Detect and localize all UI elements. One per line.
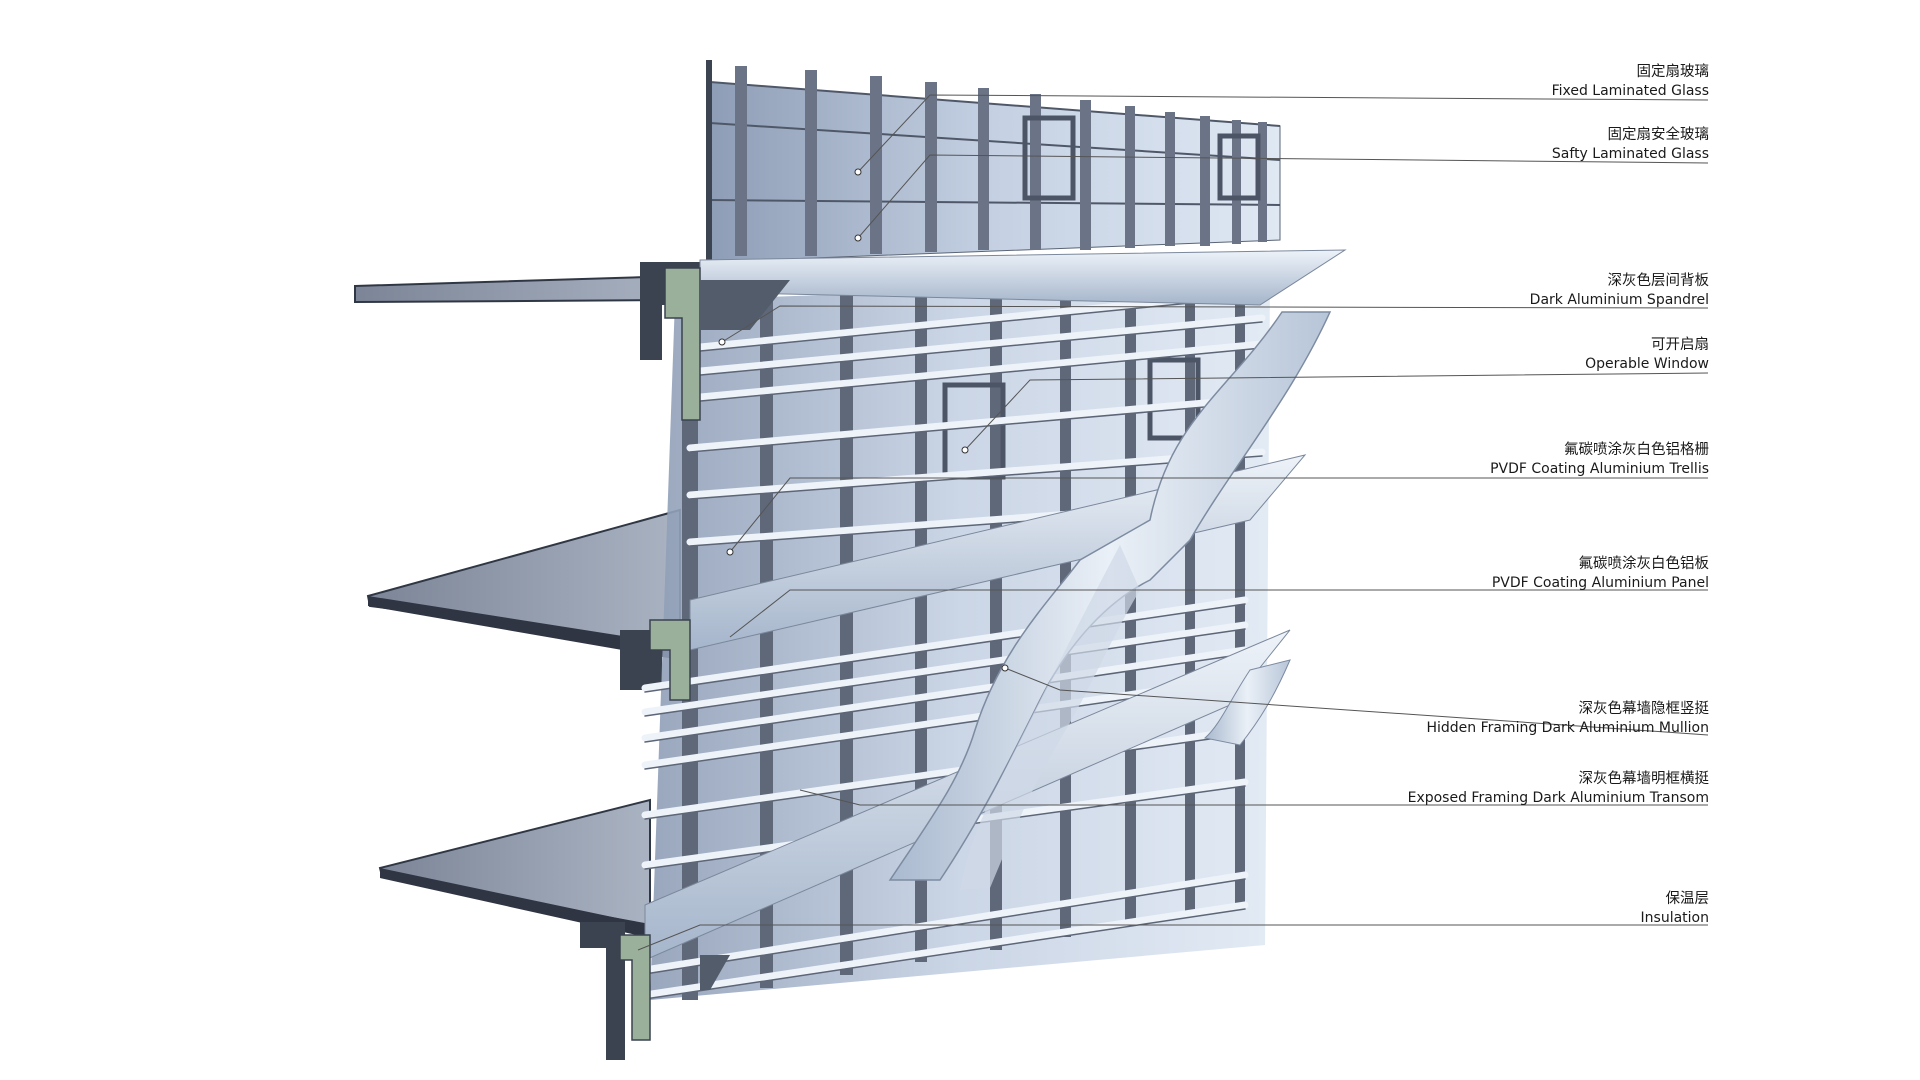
lower-slab (378, 798, 651, 1060)
label-cn: 保温层 (1665, 891, 1710, 907)
label-en: Safty Laminated Glass (1551, 146, 1709, 162)
label-en: Operable Window (1585, 356, 1709, 372)
label-cn: 氟碳喷涂灰白色铝格栅 (1564, 442, 1709, 458)
label-en: Exposed Framing Dark Aluminium Transom (1407, 790, 1709, 806)
leader-lines (637, 94, 1709, 951)
label-en: Dark Aluminium Spandrel (1529, 292, 1709, 308)
middle-slab (366, 508, 681, 690)
label-dark-aluminium-spandrel: 深灰色层间背板 Dark Aluminium Spandrel (1189, 272, 1709, 310)
label-cn: 氟碳喷涂灰白色铝板 (1578, 556, 1710, 572)
label-fixed-laminated-glass: 固定扇玻璃 Fixed Laminated Glass (1189, 63, 1709, 101)
label-cn: 深灰色幕墙明框横挺 (1578, 771, 1710, 787)
label-en: Fixed Laminated Glass (1551, 83, 1709, 99)
label-pvdf-aluminium-trellis: 氟碳喷涂灰白色铝格栅 PVDF Coating Aluminium Trelli… (1189, 441, 1709, 479)
label-hidden-framing-mullion: 深灰色幕墙隐框竖挺 Hidden Framing Dark Aluminium … (1189, 700, 1709, 738)
label-cn: 固定扇玻璃 (1636, 64, 1710, 80)
label-en: Insulation (1640, 910, 1709, 926)
label-cn: 可开启扇 (1651, 337, 1709, 353)
diagonal-aluminium-fin (888, 311, 1332, 890)
roof-slab (354, 262, 700, 360)
label-en: PVDF Coating Aluminium Panel (1491, 575, 1709, 591)
label-cn: 深灰色幕墙隐框竖挺 (1578, 701, 1710, 717)
label-exposed-framing-transom: 深灰色幕墙明框横挺 Exposed Framing Dark Aluminium… (1189, 770, 1709, 808)
label-operable-window: 可开启扇 Operable Window (1189, 336, 1709, 374)
label-cn: 固定扇安全玻璃 (1607, 127, 1710, 143)
label-en: Hidden Framing Dark Aluminium Mullion (1426, 720, 1709, 736)
label-cn: 深灰色层间背板 (1607, 273, 1710, 289)
label-pvdf-aluminium-panel: 氟碳喷涂灰白色铝板 PVDF Coating Aluminium Panel (1189, 555, 1709, 593)
leader-dots (718, 168, 1009, 672)
label-insulation: 保温层 Insulation (1189, 890, 1709, 928)
insulation-detail (619, 267, 701, 1041)
top-glass-band (706, 60, 1281, 263)
label-en: PVDF Coating Aluminium Trellis (1490, 461, 1709, 477)
dark-aluminium-spandrel (700, 280, 790, 990)
label-safety-laminated-glass: 固定扇安全玻璃 Safty Laminated Glass (1189, 126, 1709, 164)
